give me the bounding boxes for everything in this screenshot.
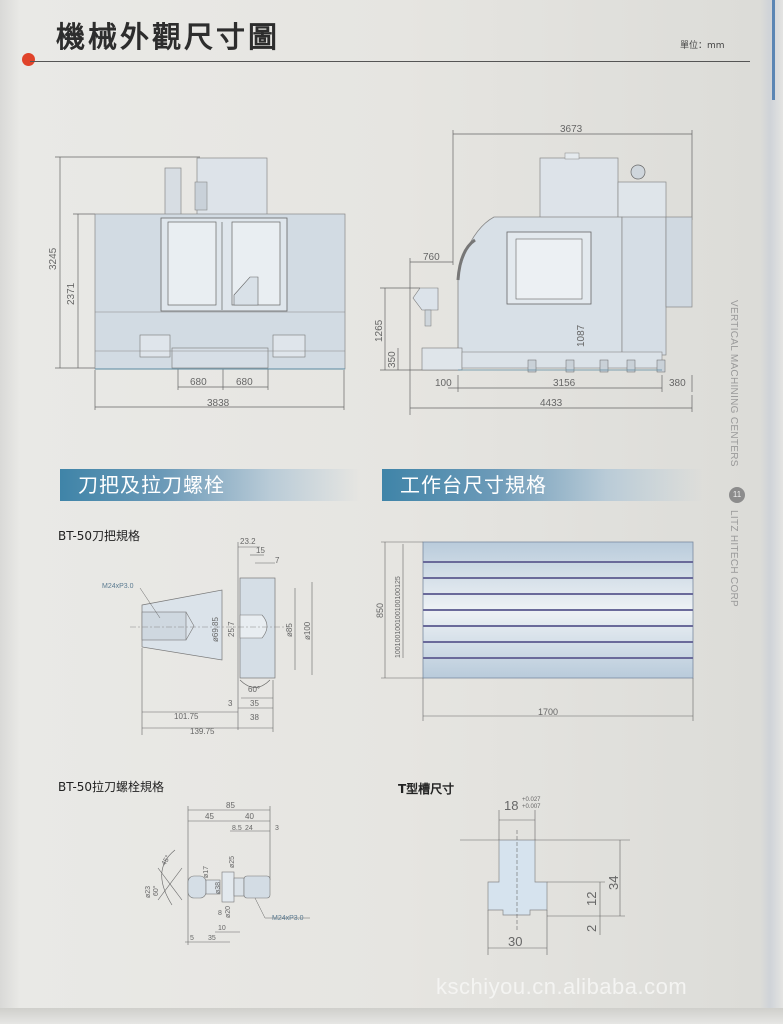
dim-38: 38 — [250, 713, 259, 722]
dim-table-height: 1087 — [576, 324, 587, 347]
dim-35: 35 — [250, 699, 259, 708]
dim-d17: ø17 — [203, 866, 210, 878]
dim-slot-spacing: 100100100100100100125 — [395, 576, 402, 658]
dim-d20: ø20 — [225, 906, 232, 918]
dim-panel-height: 1265 — [374, 319, 385, 342]
dim-taper-dia: ø69.85 — [211, 617, 220, 642]
dim-flange-inner: ø85 — [285, 623, 294, 637]
dim-left-span: 680 — [190, 377, 207, 388]
holder-thread-label: M24xP3.0 — [102, 583, 134, 590]
company-text: LITZ HITECH CORP — [728, 510, 739, 608]
dim-3b: 3 — [275, 825, 279, 832]
dim-139-75: 139.75 — [190, 727, 215, 736]
series-text: VERTICAL MACHINING CENTERS — [728, 300, 739, 467]
dim-flange-outer: ø100 — [303, 621, 312, 640]
dim-angle-60: 60° — [152, 885, 160, 896]
dim-45: 45 — [205, 812, 214, 821]
tool-holder-drawing: M24xP3.0 23.2 15 7 ø69.85 25.7 ø85 ø100 … — [102, 537, 313, 736]
t-slot-width: 18 — [504, 798, 518, 813]
dim-35b: 35 — [208, 935, 216, 942]
t-slot-title: T型槽尺寸 — [398, 782, 455, 796]
dim-angle-45: 45° — [160, 854, 172, 867]
section-heading-tool-holder: 刀把及拉刀螺栓 — [60, 469, 360, 501]
t-slot-gap: 2 — [584, 925, 599, 932]
dim-right-gap: 380 — [669, 378, 686, 389]
dim-overall-length: 4433 — [540, 398, 563, 409]
t-slot-tol-lower: +0.007 — [522, 804, 541, 810]
dim-24: 24 — [245, 825, 253, 832]
dim-101-75: 101.75 — [174, 712, 199, 721]
dim-overall-height: 3245 — [48, 247, 59, 270]
work-table-drawing: 850 100100100100100100125 1700 — [375, 541, 694, 721]
dim-8-5: 8.5 — [232, 825, 242, 832]
bolt-thread-label: M24xP3.0 — [272, 915, 304, 922]
dim-85: 85 — [226, 801, 235, 810]
dim-bore: 25.7 — [227, 621, 236, 637]
dim-left-gap: 100 — [435, 378, 452, 389]
page-title: 機械外觀尺寸圖 — [56, 20, 281, 54]
page-edge-accent — [772, 0, 775, 100]
dim-table-width: 850 — [375, 603, 385, 618]
holder-spec-title: BT-50刀把規格 — [58, 529, 141, 543]
dim-40: 40 — [245, 812, 254, 821]
dim-7: 7 — [275, 556, 280, 565]
dim-d38: ø38 — [215, 882, 222, 894]
dim-8: 8 — [218, 910, 222, 917]
dim-body-height: 2371 — [66, 282, 77, 305]
t-slot-depth: 34 — [606, 876, 621, 890]
t-slot-head-height: 12 — [584, 892, 599, 906]
dim-overall-width: 3838 — [207, 398, 230, 409]
title-divider — [30, 61, 750, 62]
page-number-badge: 11 — [729, 487, 745, 503]
dim-d23: ø23 — [145, 886, 152, 898]
dim-5: 5 — [190, 935, 194, 942]
footer-band — [0, 1008, 783, 1024]
front-view-drawing: 3245 2371 680 680 3838 — [48, 156, 346, 410]
dim-base-length: 3156 — [553, 378, 576, 389]
side-view-drawing: 3673 760 1265 350 1087 100 3156 380 4433 — [374, 124, 693, 415]
pull-stud-drawing: 85 45 40 8.5 24 3 ø25 ø17 ø23 45° 60° ø3… — [145, 801, 310, 945]
watermark: kschiyou.cn.alibaba.com — [436, 974, 688, 999]
dim-3: 3 — [228, 699, 233, 708]
t-slot-head-width: 30 — [508, 934, 522, 949]
dim-panel-offset: 760 — [423, 252, 440, 263]
dim-angle: 60° — [248, 685, 260, 694]
bolt-spec-title: BT-50拉刀螺栓規格 — [58, 780, 165, 794]
t-slot-tol-upper: +0.027 — [522, 797, 541, 803]
dim-15: 15 — [256, 546, 265, 555]
dim-top-width: 3673 — [560, 124, 583, 135]
unit-label: 單位：mm — [680, 41, 725, 51]
dim-23-2: 23.2 — [240, 537, 256, 546]
dim-d25: ø25 — [229, 856, 236, 868]
title-bullet-dot — [22, 53, 35, 66]
dim-10: 10 — [218, 925, 226, 932]
dim-table-length: 1700 — [538, 707, 558, 717]
section-heading-table: 工作台尺寸規格 — [382, 469, 702, 501]
side-tab: VERTICAL MACHINING CENTERS 11 LITZ HITEC… — [726, 300, 746, 620]
dim-right-span: 680 — [236, 377, 253, 388]
dim-base-height: 350 — [387, 351, 398, 368]
t-slot-drawing: 18 +0.027 +0.007 34 12 2 30 — [460, 797, 630, 955]
